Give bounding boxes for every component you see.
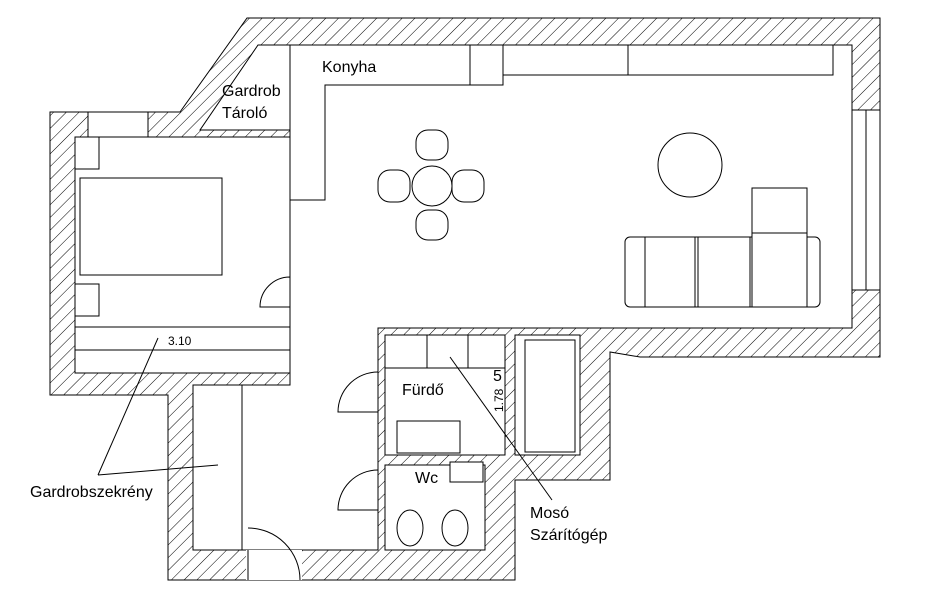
bedroom-door: [259, 276, 291, 308]
bedroom-width-dimension: 3.10: [168, 334, 192, 348]
wc-label: Wc: [415, 470, 438, 487]
sink: [449, 461, 484, 483]
toilet: [396, 509, 424, 547]
kitchen-counter-top: [502, 44, 834, 76]
sofa: [624, 187, 821, 308]
kitchen-label: Konyha: [322, 59, 376, 76]
closet-label-line2: Tároló: [222, 105, 267, 122]
entrance-door: [247, 527, 301, 581]
entrance-door-gap: [246, 550, 302, 580]
window: [87, 111, 149, 138]
dining-table: [377, 129, 485, 241]
wc-door: [337, 469, 379, 511]
wardrobe-corridor: [192, 384, 243, 551]
bidet: [441, 509, 469, 547]
nightstand: [74, 136, 100, 170]
washer-label-line1: Mosó: [530, 505, 569, 522]
washer-label-line2: Szárítógép: [530, 527, 607, 544]
round-rug: [657, 132, 723, 198]
closet-storage: [199, 44, 291, 131]
bathroom-length-superscript: 5: [493, 368, 502, 385]
kitchen-unit: [469, 44, 504, 86]
washing-machine: [524, 339, 576, 453]
bathroom-length-dimension: 1.78: [492, 388, 506, 412]
bath-vanity: [396, 420, 461, 454]
wardrobe-label: Gardrobszekrény: [30, 484, 153, 501]
bathroom-cabinets: [384, 334, 506, 369]
closet-label-line1: Gardrob: [222, 83, 281, 100]
nightstand: [74, 283, 100, 317]
bed: [79, 177, 223, 276]
bathroom-label: Fürdő: [402, 382, 444, 399]
bathroom-door: [337, 371, 379, 413]
